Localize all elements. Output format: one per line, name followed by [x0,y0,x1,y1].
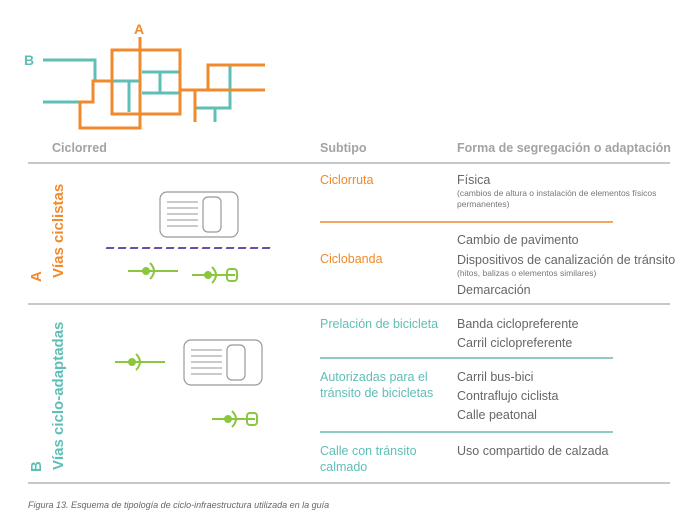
form-item: Cambio de pavimento [457,233,579,247]
map-label-b: B [24,52,34,68]
form-item: Carril ciclopreferente [457,336,573,350]
header-subtipo: Subtipo [320,141,367,155]
car-icon [159,191,239,238]
form-note: (hitos, balizas o elementos similares) [457,268,597,278]
header-divider [28,162,670,164]
form-item: Contraflujo ciclista [457,389,559,403]
cyclist-icon [128,262,178,280]
form-item: Carril bus-bici [457,370,534,384]
form-note: (cambios de altura o instalación de elem… [457,188,657,209]
row-divider [320,221,613,223]
section-a-illustration [105,191,273,284]
section-a-label: A [28,271,45,282]
form-item: Uso compartido de calzada [457,444,609,458]
car-icon [183,339,263,386]
subtype-calle-calmado: Calle con tránsito calmado [320,444,417,474]
section-b-title: Vías ciclo-adaptadas [50,321,67,470]
section-b-illustration [115,339,263,428]
forms-prelacion: Banda ciclopreferente Carril cicloprefer… [457,316,579,351]
subtype-ciclorruta: Ciclorruta [320,173,374,187]
map-label-a: A [134,21,144,37]
form-item: Calle peatonal [457,408,537,422]
network-map: A B [24,21,265,130]
subtype-prelacion: Prelación de bicicleta [320,317,439,331]
subtype-ciclobanda: Ciclobanda [320,252,383,266]
figure-caption: Figura 13. Esquema de tipología de ciclo… [28,500,330,510]
form-item: Dispositivos de canalización de tránsito [457,253,676,267]
form-item: Física [457,173,491,187]
row-divider [320,357,613,359]
form-item: Banda ciclopreferente [457,317,579,331]
forms-calle-calmado: Uso compartido de calzada [457,443,608,459]
row-divider [320,431,613,433]
cyclist-icon [212,410,258,428]
form-item: Demarcación [457,283,531,297]
forms-ciclorruta: Física (cambios de altura o instalación … [457,172,672,210]
network-a-lines [78,37,265,130]
section-divider [28,303,670,305]
cyclist-icon [192,266,238,284]
section-a-title: Vías ciclistas [50,183,67,278]
bottom-divider [28,482,670,484]
subtype-autorizadas: Autorizadas para el tránsito de biciclet… [320,370,434,400]
network-b-lines [43,58,232,122]
forms-autorizadas: Carril bus-bici Contraflujo ciclista Cal… [457,369,558,423]
header-forma: Forma de segregación o adaptación [457,141,671,155]
section-b-label: B [28,461,45,472]
forms-ciclobanda: Cambio de pavimento Dispositivos de cana… [457,232,697,298]
cyclist-icon [115,353,165,371]
header-ciclorred: Ciclorred [52,141,107,155]
